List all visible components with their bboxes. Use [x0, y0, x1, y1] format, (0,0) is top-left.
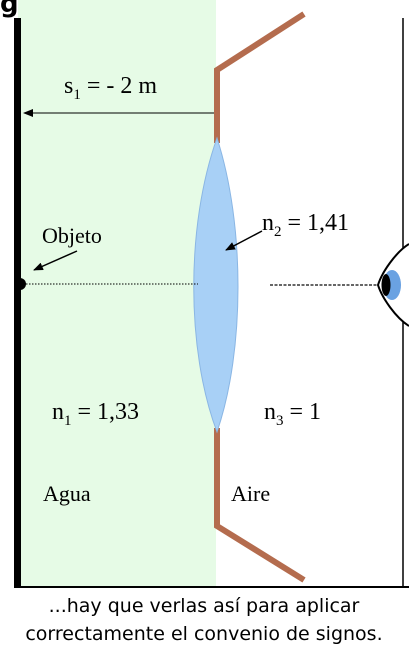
object-point	[14, 278, 26, 290]
object-pointer-arrow	[33, 250, 78, 271]
heading-fragment: g	[0, 0, 19, 19]
caption-line-2: correctamente el convenio de signos.	[25, 623, 382, 645]
n2-pointer-arrow	[225, 230, 263, 251]
lens	[193, 136, 239, 434]
object-bar	[14, 18, 21, 586]
interface-wall-bottom	[214, 428, 306, 583]
s1-label: s1 = - 2 m	[64, 73, 157, 103]
n1-label: n1 = 1,33	[52, 399, 139, 429]
interface-wall-top	[214, 11, 306, 143]
n2-label: n2 = 1,41	[262, 210, 349, 240]
air-label: Aire	[231, 481, 270, 506]
water-label: Agua	[43, 481, 91, 506]
caption-line-1: ...hay que verlas así para aplicar	[49, 595, 360, 617]
eye-icon	[376, 243, 409, 327]
n3-label: n3 = 1	[264, 399, 321, 429]
object-label: Objeto	[42, 223, 102, 248]
water-region	[18, 0, 216, 588]
